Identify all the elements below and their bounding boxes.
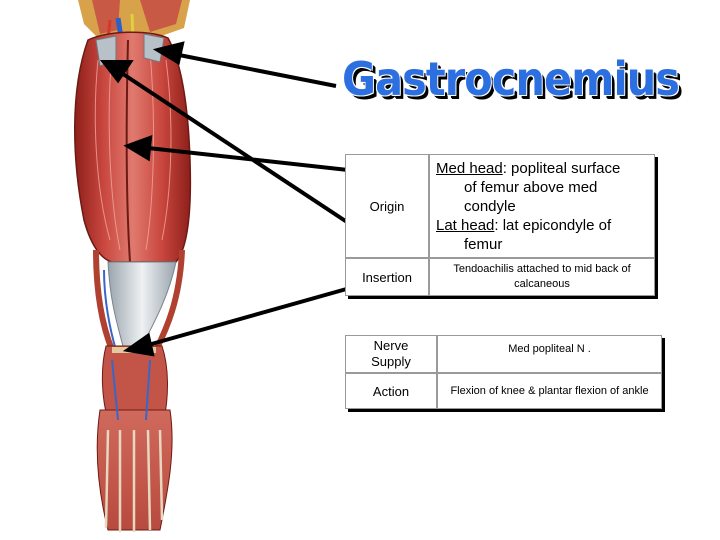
med-head-text: : popliteal surface — [502, 160, 621, 177]
action-label: Action — [372, 383, 410, 399]
nerve-supply-value-cell: Med popliteal N . — [437, 335, 662, 373]
thigh-muscles — [78, 0, 190, 40]
origin-value-cell: Med head: popliteal surface of femur abo… — [429, 154, 655, 258]
nerve-supply-label-cell: Nerve Supply — [345, 335, 437, 373]
arrowhead-1 — [152, 41, 185, 66]
action-value-cell: Flexion of knee & plantar flexion of ank… — [437, 373, 662, 409]
origin-arrows — [99, 41, 352, 357]
achilles-tendon — [93, 249, 185, 352]
foot — [96, 345, 173, 532]
insertion-value: Tendoachilis attached to mid back of cal… — [453, 263, 631, 290]
med-head-line3: condyle — [464, 198, 516, 215]
insertion-value-cell: Tendoachilis attached to mid back of cal… — [429, 258, 655, 296]
arrowhead-4 — [122, 332, 155, 357]
page-title: Gastrocnemius — [342, 52, 680, 106]
arrow-line-2 — [118, 70, 352, 226]
insertion-label-cell: Insertion — [345, 258, 429, 296]
action-label-cell: Action — [345, 373, 437, 409]
origin-label-cell: Origin — [345, 154, 429, 258]
insertion-label: Insertion — [362, 269, 412, 285]
nerve-supply-value: Med popliteal N . — [508, 343, 591, 355]
origin-insertion-panel: Origin Med head: popliteal surface of fe… — [345, 154, 655, 296]
arrowhead-3 — [123, 135, 153, 162]
med-head-term: Med head — [436, 160, 503, 177]
arrow-line-4 — [147, 286, 351, 347]
lat-head-line2: femur — [464, 236, 503, 253]
nerve-supply-label: Nerve Supply — [371, 338, 411, 369]
arrow-line-1 — [173, 52, 337, 88]
med-head-line2: of femur above med — [464, 179, 598, 196]
lat-head-term: Lat head — [436, 217, 495, 234]
origin-label: Origin — [369, 198, 405, 214]
arrowhead-2 — [99, 60, 134, 84]
nerve-action-panel: Nerve Supply Med popliteal N . Action Fl… — [345, 335, 662, 409]
arrow-line-3 — [147, 146, 349, 172]
lat-head-text: : lat epicondyle of — [494, 217, 612, 234]
action-value: Flexion of knee & plantar flexion of ank… — [450, 384, 649, 397]
origin-value: Med head: popliteal surface of femur abo… — [430, 155, 626, 254]
